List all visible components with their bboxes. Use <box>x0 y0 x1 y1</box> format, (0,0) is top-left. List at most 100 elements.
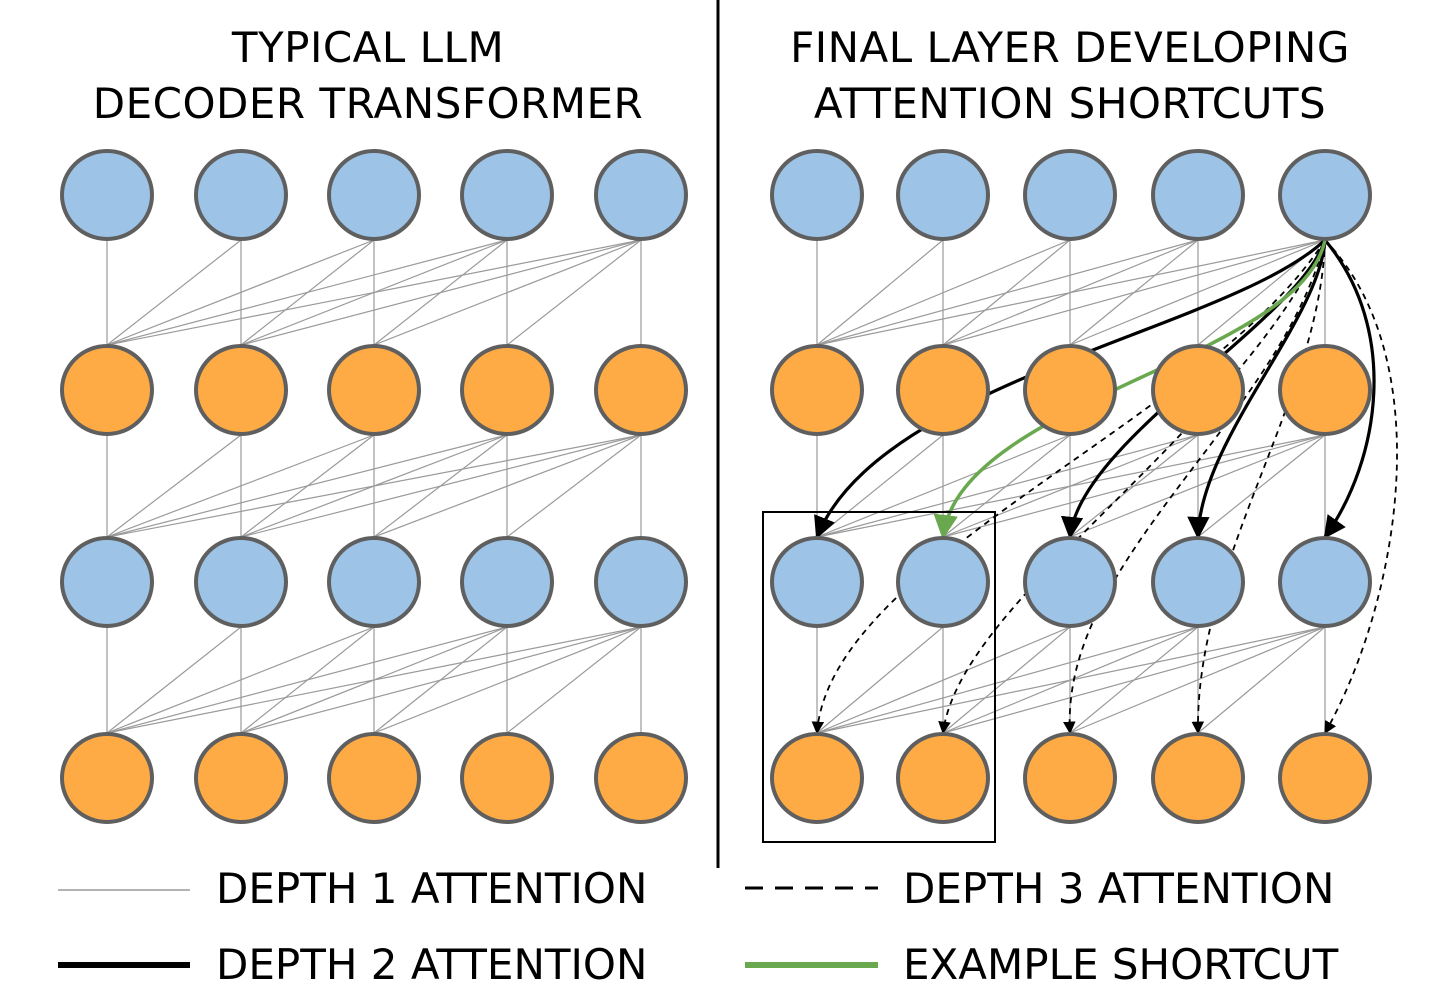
depth1-edge <box>106 434 508 538</box>
depth2-edge <box>1187 239 1327 540</box>
depth1-edge <box>816 434 1326 538</box>
blue-token-node <box>1278 536 1372 628</box>
orange-token-node <box>1023 732 1117 824</box>
legend-depth2-label: DEPTH 2 ATTENTION <box>216 940 648 989</box>
depth1-edge <box>816 239 1199 346</box>
depth1-edge <box>240 434 642 538</box>
depth1-edge <box>1069 626 1326 734</box>
depth1-edge <box>816 239 1071 346</box>
depth1-edge <box>106 434 375 538</box>
blue-token-node <box>896 536 990 628</box>
depth1-edge <box>816 626 1326 734</box>
depth1-edge <box>106 626 508 734</box>
depth1-edge <box>942 434 1326 538</box>
blue-token-node <box>1151 536 1245 628</box>
blue-token-node <box>327 536 421 628</box>
orange-token-node <box>1278 732 1372 824</box>
blue-token-node <box>1023 536 1117 628</box>
left-title-line1: TYPICAL LLM <box>231 23 505 72</box>
orange-token-node <box>194 344 288 436</box>
depth1-edge <box>106 239 375 346</box>
depth1-edge <box>373 434 642 538</box>
orange-token-node <box>327 344 421 436</box>
blue-token-node <box>1151 149 1245 241</box>
blue-token-node <box>194 536 288 628</box>
depth1-edge <box>106 434 242 538</box>
depth2-edge <box>1323 238 1376 539</box>
depth3-edge <box>1324 239 1398 735</box>
depth1-edge <box>816 239 1326 346</box>
depth1-edge <box>506 434 642 538</box>
orange-token-node <box>460 344 554 436</box>
orange-token-node <box>594 344 688 436</box>
depth1-edge <box>816 626 1071 734</box>
depth1-edge <box>816 626 944 734</box>
depth1-edge <box>816 434 944 538</box>
blue-token-node <box>896 149 990 241</box>
legend-depth1-label: DEPTH 1 ATTENTION <box>216 864 648 913</box>
orange-token-node <box>896 732 990 824</box>
orange-token-node <box>460 732 554 824</box>
orange-token-node <box>594 732 688 824</box>
depth1-edge <box>240 626 642 734</box>
orange-token-node <box>194 732 288 824</box>
blue-token-node <box>60 149 154 241</box>
depth1-edge <box>1197 434 1326 538</box>
depth1-edge <box>106 434 642 538</box>
depth1-edge <box>816 626 1199 734</box>
depth1-edge <box>240 239 642 346</box>
token-nodes <box>60 149 1372 824</box>
highlight-box <box>762 511 996 843</box>
depth1-edge <box>373 239 642 346</box>
depth1-edge <box>816 434 1199 538</box>
right-panel-title: FINAL LAYER DEVELOPING ATTENTION SHORTCU… <box>750 20 1390 132</box>
depth1-edge <box>942 626 1326 734</box>
blue-token-node <box>327 149 421 241</box>
orange-token-node <box>770 344 864 436</box>
blue-token-node <box>594 536 688 628</box>
depth1-edge <box>816 434 1071 538</box>
right-title-line1: FINAL LAYER DEVELOPING <box>790 23 1350 72</box>
orange-token-node <box>1151 344 1245 436</box>
depth1-edge <box>1197 626 1326 734</box>
depth1-edge <box>106 239 508 346</box>
depth1-edge <box>106 626 242 734</box>
depth1-edge <box>1069 434 1326 538</box>
blue-token-node <box>60 536 154 628</box>
depth1-edge <box>816 239 944 346</box>
blue-token-node <box>460 149 554 241</box>
blue-token-node <box>770 536 864 628</box>
depth1-edge <box>106 239 242 346</box>
orange-token-node <box>60 732 154 824</box>
orange-token-node <box>1023 344 1117 436</box>
depth1-edge <box>942 239 1326 346</box>
orange-token-node <box>327 732 421 824</box>
legend-shortcut-label: EXAMPLE SHORTCUT <box>903 940 1339 989</box>
blue-token-node <box>460 536 554 628</box>
blue-token-node <box>1278 149 1372 241</box>
right-title-line2: ATTENTION SHORTCUTS <box>813 79 1327 128</box>
depth1-edge <box>106 626 642 734</box>
depth1-edge <box>506 626 642 734</box>
example-shortcut-edges <box>933 239 1327 540</box>
depth1-edge <box>106 239 642 346</box>
depth1-attention-edges <box>106 239 1326 734</box>
orange-token-node <box>60 344 154 436</box>
depth3-edge <box>1063 239 1326 735</box>
orange-token-node <box>896 344 990 436</box>
orange-token-node <box>1278 344 1372 436</box>
orange-token-node <box>770 732 864 824</box>
blue-token-node <box>594 149 688 241</box>
depth1-edge <box>373 626 642 734</box>
left-panel-title: TYPICAL LLM DECODER TRANSFORMER <box>48 20 688 132</box>
depth1-edge <box>1069 239 1326 346</box>
blue-token-node <box>1023 149 1117 241</box>
depth1-edge <box>106 626 375 734</box>
blue-token-node <box>770 149 864 241</box>
depth3-edge <box>1191 239 1326 735</box>
shortcut-edge <box>933 239 1327 540</box>
legend-depth3-label: DEPTH 3 ATTENTION <box>903 864 1335 913</box>
blue-token-node <box>194 149 288 241</box>
orange-token-node <box>1151 732 1245 824</box>
